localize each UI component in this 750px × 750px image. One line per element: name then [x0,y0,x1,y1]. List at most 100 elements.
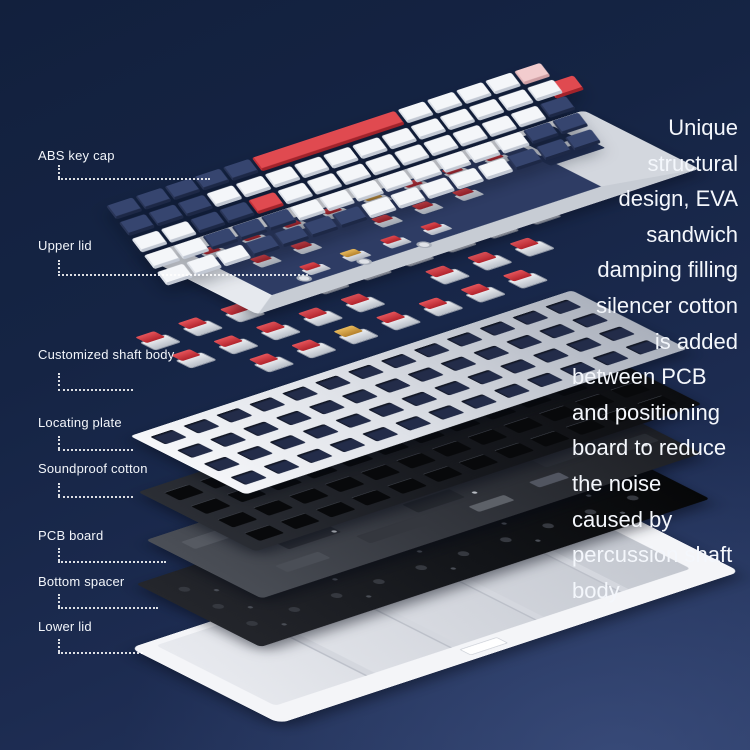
leader-line [58,178,210,180]
leader-line [58,639,60,652]
cotton-hole [395,452,437,469]
description-line: caused by [572,506,673,532]
spacer-hole [243,620,261,627]
keycap [535,138,573,161]
cotton-hole [467,428,508,446]
description-line: sandwich [646,221,738,247]
description-line: body [572,577,620,603]
leader-line [58,561,166,563]
plate-hole [493,383,531,399]
spacer-hole [370,578,388,585]
plate-hole [400,391,438,407]
plate-hole [230,470,268,485]
leader-line [58,436,60,449]
plate-hole [302,424,340,439]
description-line: Unique [668,115,738,140]
description-line: percussion shaft [572,542,733,568]
cotton-hole [458,454,499,471]
plate-hole [248,397,286,412]
plate-hole [296,448,333,464]
red-switch [174,316,224,337]
red-switch [372,310,423,331]
leader-line [58,260,60,273]
plate-hole [512,310,549,326]
pcb-texture [528,472,570,488]
leader-line [58,389,133,391]
spacer-hole [328,592,345,599]
plate-hole [505,334,543,350]
plate-hole [526,372,564,388]
description-line: board to reduce [572,435,727,461]
description-line: damping filling [597,257,738,283]
red-switch [499,268,549,290]
callout-label-bottom-spacer: Bottom spacer [38,574,125,589]
red-switch [294,306,345,327]
cotton-hole [502,417,544,434]
leader-line [58,165,60,178]
plate-hole [275,410,313,426]
cotton-hole [279,513,320,530]
red-switch [336,292,387,313]
cotton-hole [386,477,428,494]
spacer-hole [176,585,193,593]
keycap [448,167,485,190]
cotton-hole [350,489,392,506]
plate-hole [538,323,576,339]
callout-label-pcb-board: PCB board [38,528,104,543]
pcb-texture [274,551,331,573]
plate-hole [236,445,274,461]
description-line: and positioning [572,399,721,425]
cotton-hole [217,511,258,528]
red-switch [421,264,472,286]
spacer-hole [365,594,373,598]
leader-line [58,652,143,654]
plate-hole [328,437,366,453]
red-switch [505,236,556,258]
keycap [185,253,223,277]
red-switch [414,296,465,317]
callout-label-upper-lid: Upper lid [38,238,92,253]
leader-line [58,548,60,561]
spacer-hole [286,606,303,613]
leader-line [58,594,60,607]
keycap [360,196,398,219]
spacer-hole [280,622,288,626]
cotton-hole [324,476,365,493]
spacer-hole [209,602,227,610]
spacer-hole [413,564,430,572]
pcb-texture [355,516,429,544]
leader-line [58,274,308,276]
spacer-hole [246,605,254,609]
plate-hole [499,359,537,374]
leader-line [58,449,133,451]
cotton-hole [360,464,401,481]
cotton-hole [529,430,571,447]
cotton-hole [431,440,472,457]
plate-hole [242,421,280,437]
plate-hole [394,415,432,431]
plate-hole [479,321,516,336]
cotton-hole [493,442,535,459]
plate-hole [209,432,247,448]
callout-label-lower-lid: Lower lid [38,619,92,634]
plate-hole [427,405,465,420]
leader-line [58,483,60,496]
spacer-hole [497,536,515,544]
plate-hole [341,388,379,404]
pcb-texture [468,494,515,512]
description-line: silencer cotton [596,292,738,318]
spacer-hole [534,539,542,543]
plate-hole [446,332,484,347]
spacer-hole [415,549,424,553]
spacer-hole [212,588,221,592]
plate-hole [269,434,307,450]
gold-switch [329,324,380,345]
plate-hole [314,375,352,391]
plate-hole [472,345,510,361]
description-line: structural [647,150,738,176]
red-switch [287,338,338,359]
callout-label-locating-plate: Locating plate [38,415,122,430]
red-switch [252,320,302,341]
keycap [302,215,340,238]
plate-hole [380,353,418,369]
